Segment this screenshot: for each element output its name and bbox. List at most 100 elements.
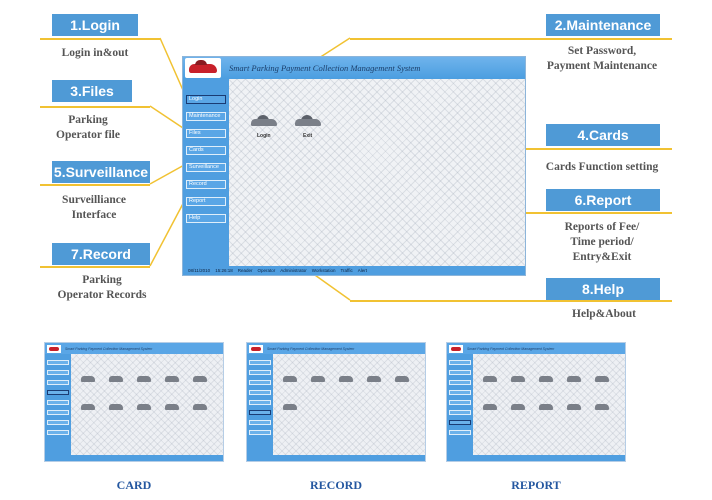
thumb-title: Smart Parking Payment Collection Managem… — [65, 346, 153, 351]
maintenance-callout-line — [350, 38, 672, 40]
thumb-menu-button — [249, 430, 271, 435]
menu-cards-button[interactable]: Cards — [186, 146, 226, 155]
thumb-menu-button — [449, 390, 471, 395]
thumb-menu-button — [47, 390, 69, 395]
status-traffic: Traffic — [340, 268, 353, 273]
app-status-bar: 08/11/2010 15:26:18 Reader Operator Admi… — [183, 266, 525, 275]
thumb-status-bar — [45, 455, 223, 461]
menu-files-button[interactable]: Files — [186, 129, 226, 138]
record-thumbnail: Smart Parking Payment Collection Managem… — [246, 342, 426, 462]
thumb-content — [273, 354, 425, 457]
cards-callout: 4.Cards — [546, 124, 660, 146]
thumb-menu-button — [449, 380, 471, 385]
car-icon — [567, 404, 581, 410]
thumb-content — [71, 354, 223, 457]
menu-maintenance-button[interactable]: Maintenance — [186, 112, 226, 121]
status-reader: Reader — [237, 268, 253, 273]
thumb-header: Smart Parking Payment Collection Managem… — [45, 343, 223, 354]
thumb-menu-button — [249, 410, 271, 415]
thumb-menu-button — [249, 380, 271, 385]
car-icon — [311, 376, 325, 382]
app-title: Smart Parking Payment Collection Managem… — [229, 63, 421, 73]
thumb-sidebar — [447, 354, 473, 457]
car-icon — [137, 376, 151, 382]
record-connector — [149, 197, 187, 267]
thumb-menu-button — [47, 400, 69, 405]
login-desc: Login in&out — [61, 47, 129, 59]
car-icon — [109, 376, 123, 382]
maintenance-desc-line2: Payment Maintenance — [546, 60, 658, 72]
thumb-menu-button — [47, 380, 69, 385]
car-icon — [339, 376, 353, 382]
menu-report-button[interactable]: Report — [186, 197, 226, 206]
car-icon — [511, 376, 525, 382]
maintenance-desc-line1: Set Password, — [567, 45, 637, 57]
app-header: Smart Parking Payment Collection Managem… — [183, 57, 525, 79]
menu-login-button[interactable]: Login — [186, 95, 226, 104]
report-callout: 6.Report — [546, 189, 660, 211]
help-callout: 8.Help — [546, 278, 660, 300]
files-connector — [149, 105, 187, 131]
car-icon — [511, 404, 525, 410]
card-caption: CARD — [116, 478, 152, 492]
login-callout-line — [40, 38, 160, 40]
thumb-menu-button — [449, 400, 471, 405]
files-desc-line1: Parking — [68, 114, 108, 126]
car-icon — [193, 376, 207, 382]
thumb-sidebar — [247, 354, 273, 457]
menu-surveillance-button[interactable]: Surveillance — [186, 163, 226, 172]
thumb-menu-button — [449, 430, 471, 435]
record-desc: Parking Operator Records — [40, 273, 164, 303]
report-desc-line2: Time period/ — [570, 236, 634, 248]
menu-help-button[interactable]: Help — [186, 214, 226, 223]
surveillance-desc-line2: Interface — [71, 209, 117, 221]
car-icon — [109, 404, 123, 410]
files-desc: Parking Operator file — [40, 113, 136, 143]
record-desc-line2: Operator Records — [57, 289, 147, 301]
thumb-header: Smart Parking Payment Collection Managem… — [447, 343, 625, 354]
surveillance-desc: Surveilliance Interface — [44, 193, 144, 223]
thumb-menu-button — [47, 370, 69, 375]
thumb-menu-button — [47, 430, 69, 435]
surveillance-callout: 5.Surveillance — [52, 161, 150, 183]
thumb-title: Smart Parking Payment Collection Managem… — [467, 346, 555, 351]
thumb-menu-button — [449, 410, 471, 415]
thumb-menu-button — [249, 400, 271, 405]
car-logo-icon — [185, 58, 221, 78]
thumb-header: Smart Parking Payment Collection Managem… — [247, 343, 425, 354]
car-icon — [367, 376, 381, 382]
car-icon — [193, 404, 207, 410]
car-icon — [81, 404, 95, 410]
car-logo-icon — [449, 344, 463, 353]
thumb-menu-button — [249, 360, 271, 365]
cards-desc: Cards Function setting — [545, 161, 659, 173]
report-thumbnail: Smart Parking Payment Collection Managem… — [446, 342, 626, 462]
app-window: Smart Parking Payment Collection Managem… — [182, 56, 526, 276]
app-sidebar: Login Maintenance Files Cards Surveillan… — [183, 79, 229, 267]
record-callout: 7.Record — [52, 243, 150, 265]
car-icon — [165, 376, 179, 382]
menu-record-button[interactable]: Record — [186, 180, 226, 189]
files-callout-line — [40, 106, 150, 108]
car-icon — [137, 404, 151, 410]
car-icon — [483, 376, 497, 382]
record-caption: RECORD — [309, 478, 362, 492]
status-date: 08/11/2010 — [188, 268, 211, 273]
thumb-status-bar — [447, 455, 625, 461]
status-operator: Operator — [257, 268, 276, 273]
car-icon — [567, 376, 581, 382]
card-thumbnail: Smart Parking Payment Collection Managem… — [44, 342, 224, 462]
car-icon — [595, 404, 609, 410]
record-desc-line1: Parking — [82, 274, 122, 286]
exit-car-icon[interactable] — [295, 115, 321, 129]
maintenance-callout: 2.Maintenance — [546, 14, 660, 36]
thumb-sidebar — [45, 354, 71, 457]
login-car-icon[interactable] — [251, 115, 277, 129]
car-logo-icon — [249, 344, 263, 353]
surveillance-connector — [149, 163, 187, 185]
files-callout: 3.Files — [52, 80, 132, 102]
surveillance-callout-line — [40, 184, 150, 186]
report-desc-line1: Reports of Fee/ — [564, 221, 640, 233]
help-desc: Help&About — [572, 308, 636, 320]
car-icon — [483, 404, 497, 410]
